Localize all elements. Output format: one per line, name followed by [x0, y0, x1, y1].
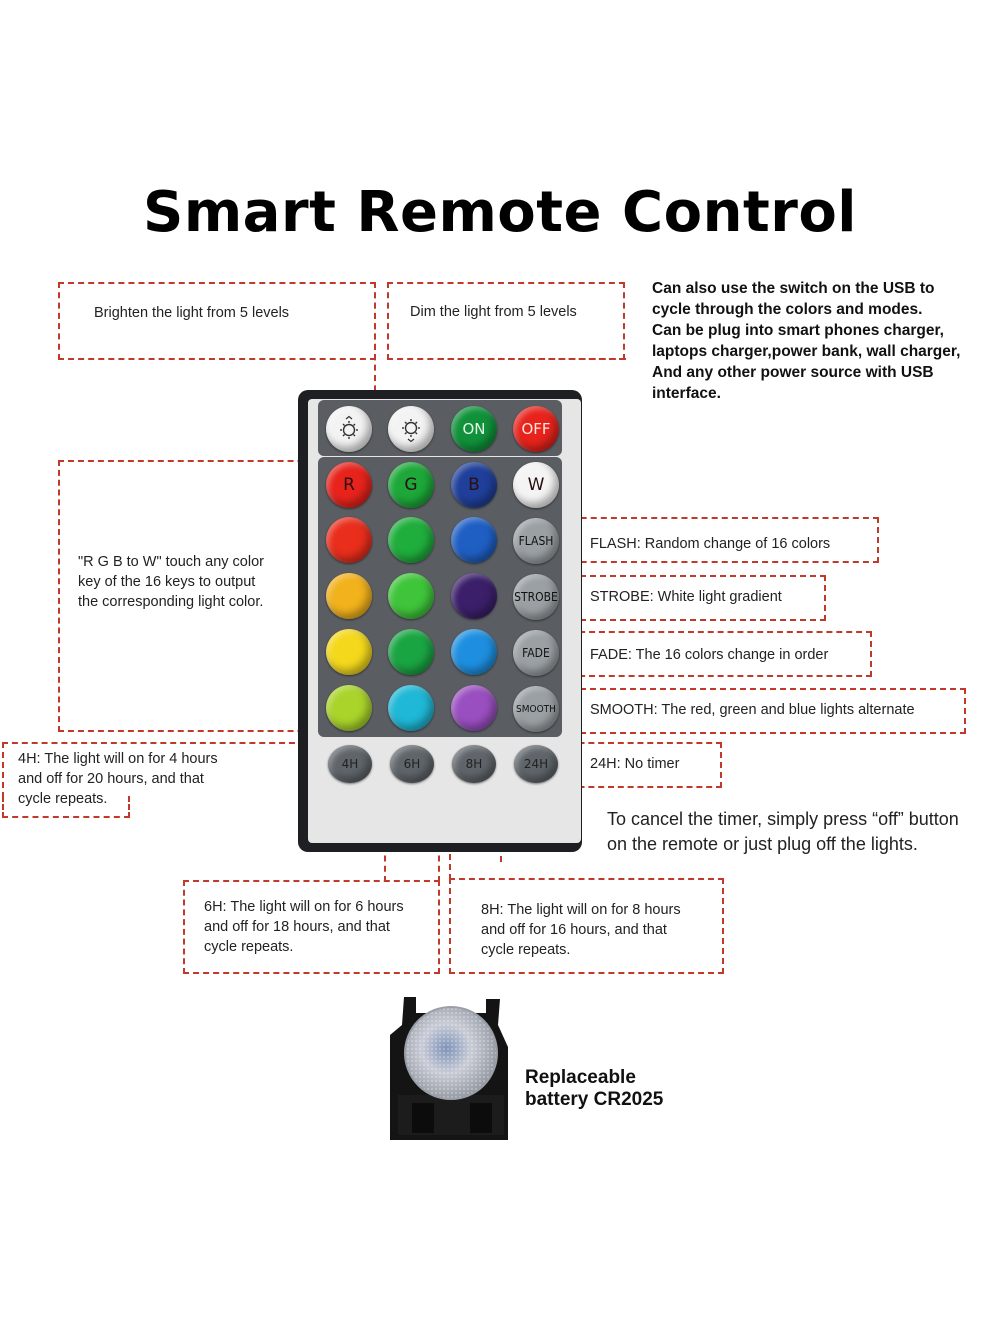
timer-24h-button[interactable]: 24H — [514, 745, 558, 783]
color-button-yellow[interactable] — [326, 629, 372, 675]
battery-tray-icon — [390, 997, 508, 1140]
color-button-emerald[interactable] — [388, 629, 434, 675]
off-button[interactable]: OFF — [513, 406, 559, 452]
flash-note: FLASH: Random change of 16 colors — [590, 536, 831, 552]
battery-label: Replaceable battery CR2025 — [525, 1067, 664, 1110]
strobe-note: STROBE: White light gradient — [590, 589, 782, 605]
color-button-violet[interactable] — [451, 685, 497, 731]
smooth-note: SMOOTH: The red, green and blue lights a… — [590, 702, 915, 718]
red-button[interactable]: R — [326, 462, 372, 508]
color-button-cyan[interactable] — [388, 685, 434, 731]
strobe-button[interactable]: STROBE — [513, 574, 559, 620]
page-title: Smart Remote Control — [142, 180, 858, 245]
green-button[interactable]: G — [388, 462, 434, 508]
cancel-timer-note: To cancel the timer, simply press “off” … — [607, 809, 959, 854]
timer-6h-button[interactable]: 6H — [390, 745, 434, 783]
brightness-down-button[interactable] — [388, 406, 434, 452]
rgbw-note: "R G B to W" touch any color key of the … — [78, 554, 264, 610]
h6-note: 6H: The light will on for 6 hours and of… — [204, 899, 404, 955]
h4-note: 4H: The light will on for 4 hours and of… — [18, 751, 218, 807]
dim-leader — [438, 358, 626, 360]
color-button-light-green[interactable] — [388, 573, 434, 619]
on-button[interactable]: ON — [451, 406, 497, 452]
h8-note: 8H: The light will on for 8 hours and of… — [481, 902, 681, 958]
usb-note: Can also use the switch on the USB to cy… — [652, 280, 961, 402]
h8-callout — [449, 878, 724, 974]
h24-note: 24H: No timer — [590, 756, 680, 772]
smooth-button[interactable]: SMOOTH — [513, 686, 559, 732]
color-button-purple[interactable] — [451, 573, 497, 619]
dim-note: Dim the light from 5 levels — [410, 304, 577, 320]
flash-button[interactable]: FLASH — [513, 518, 559, 564]
color-button-sky-blue[interactable] — [451, 629, 497, 675]
timer-8h-button[interactable]: 8H — [452, 745, 496, 783]
color-button-blue[interactable] — [451, 517, 497, 563]
fade-button[interactable]: FADE — [513, 630, 559, 676]
brightness-up-button[interactable] — [326, 406, 372, 452]
sun-up-icon — [340, 415, 358, 439]
timer-4h-button[interactable]: 4H — [328, 745, 372, 783]
fade-note: FADE: The 16 colors change in order — [590, 647, 829, 663]
color-button-green[interactable] — [388, 517, 434, 563]
blue-button[interactable]: B — [451, 462, 497, 508]
sun-down-icon — [402, 419, 420, 443]
color-button-red[interactable] — [326, 517, 372, 563]
h6-callout — [183, 880, 440, 974]
brighten-leader — [374, 282, 376, 412]
brighten-note: Brighten the light from 5 levels — [94, 305, 290, 321]
color-button-orange[interactable] — [326, 573, 372, 619]
color-button-lime[interactable] — [326, 685, 372, 731]
white-button[interactable]: W — [513, 462, 559, 508]
h4-callout-bottom — [2, 796, 130, 818]
